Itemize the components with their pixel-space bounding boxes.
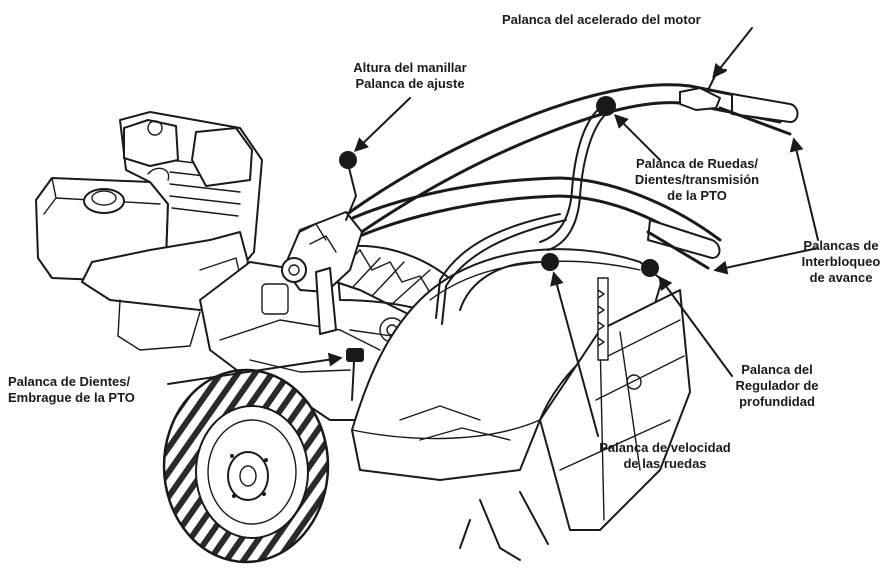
label-line: de avance	[809, 270, 873, 285]
label-wheel-speed-lever: Palanca de velocidad de las ruedas	[580, 440, 750, 472]
tines-pto-clutch-knob	[346, 348, 364, 362]
label-line: profundidad	[739, 394, 815, 409]
label-line: Palanca del acelerado del motor	[502, 12, 701, 27]
label-line: Palanca de Ruedas/	[635, 156, 759, 171]
wheels-tines-pto-knob	[596, 96, 616, 116]
label-line: Regulador de	[735, 378, 819, 393]
tine-hood	[351, 248, 691, 561]
label-line: Palanca de ajuste	[355, 76, 465, 91]
callout-arrows	[167, 27, 819, 437]
label-line: Dientes/transmisión	[634, 172, 760, 187]
label-line: Palancas de	[803, 238, 879, 253]
wheel	[162, 368, 330, 564]
label-forward-interlock-levers: Palancas de Interbloqueo de avance	[794, 238, 888, 286]
label-tines-pto-clutch-lever: Palanca de Dientes/ Embrague de la PTO	[8, 374, 135, 406]
depth-regulator-knob	[641, 259, 659, 277]
engine	[35, 111, 263, 351]
label-line: de las ruedas	[623, 456, 707, 471]
handlebars	[281, 69, 799, 335]
handlebar-height-knob	[339, 151, 357, 169]
label-throttle-lever: Palanca del acelerado del motor	[502, 12, 701, 28]
label-line: Palanca de velocidad	[599, 440, 731, 455]
label-line: Altura del manillar	[353, 60, 467, 75]
lever-knobs	[339, 96, 659, 401]
label-line: de la PTO	[667, 188, 727, 203]
label-handlebar-height-lever: Altura del manillar Palanca de ajuste	[340, 60, 480, 92]
label-line: Interbloqueo	[801, 254, 881, 269]
label-line: Palanca de Dientes/	[8, 374, 131, 389]
label-depth-regulator-lever: Palanca del Regulador de profundidad	[712, 362, 842, 410]
label-line: Embrague de la PTO	[8, 390, 135, 405]
label-wheels-tines-pto-lever: Palanca de Ruedas/ Dientes/transmisión d…	[612, 156, 782, 204]
label-line: Palanca del	[741, 362, 813, 377]
wheel-speed-knob	[541, 253, 559, 271]
